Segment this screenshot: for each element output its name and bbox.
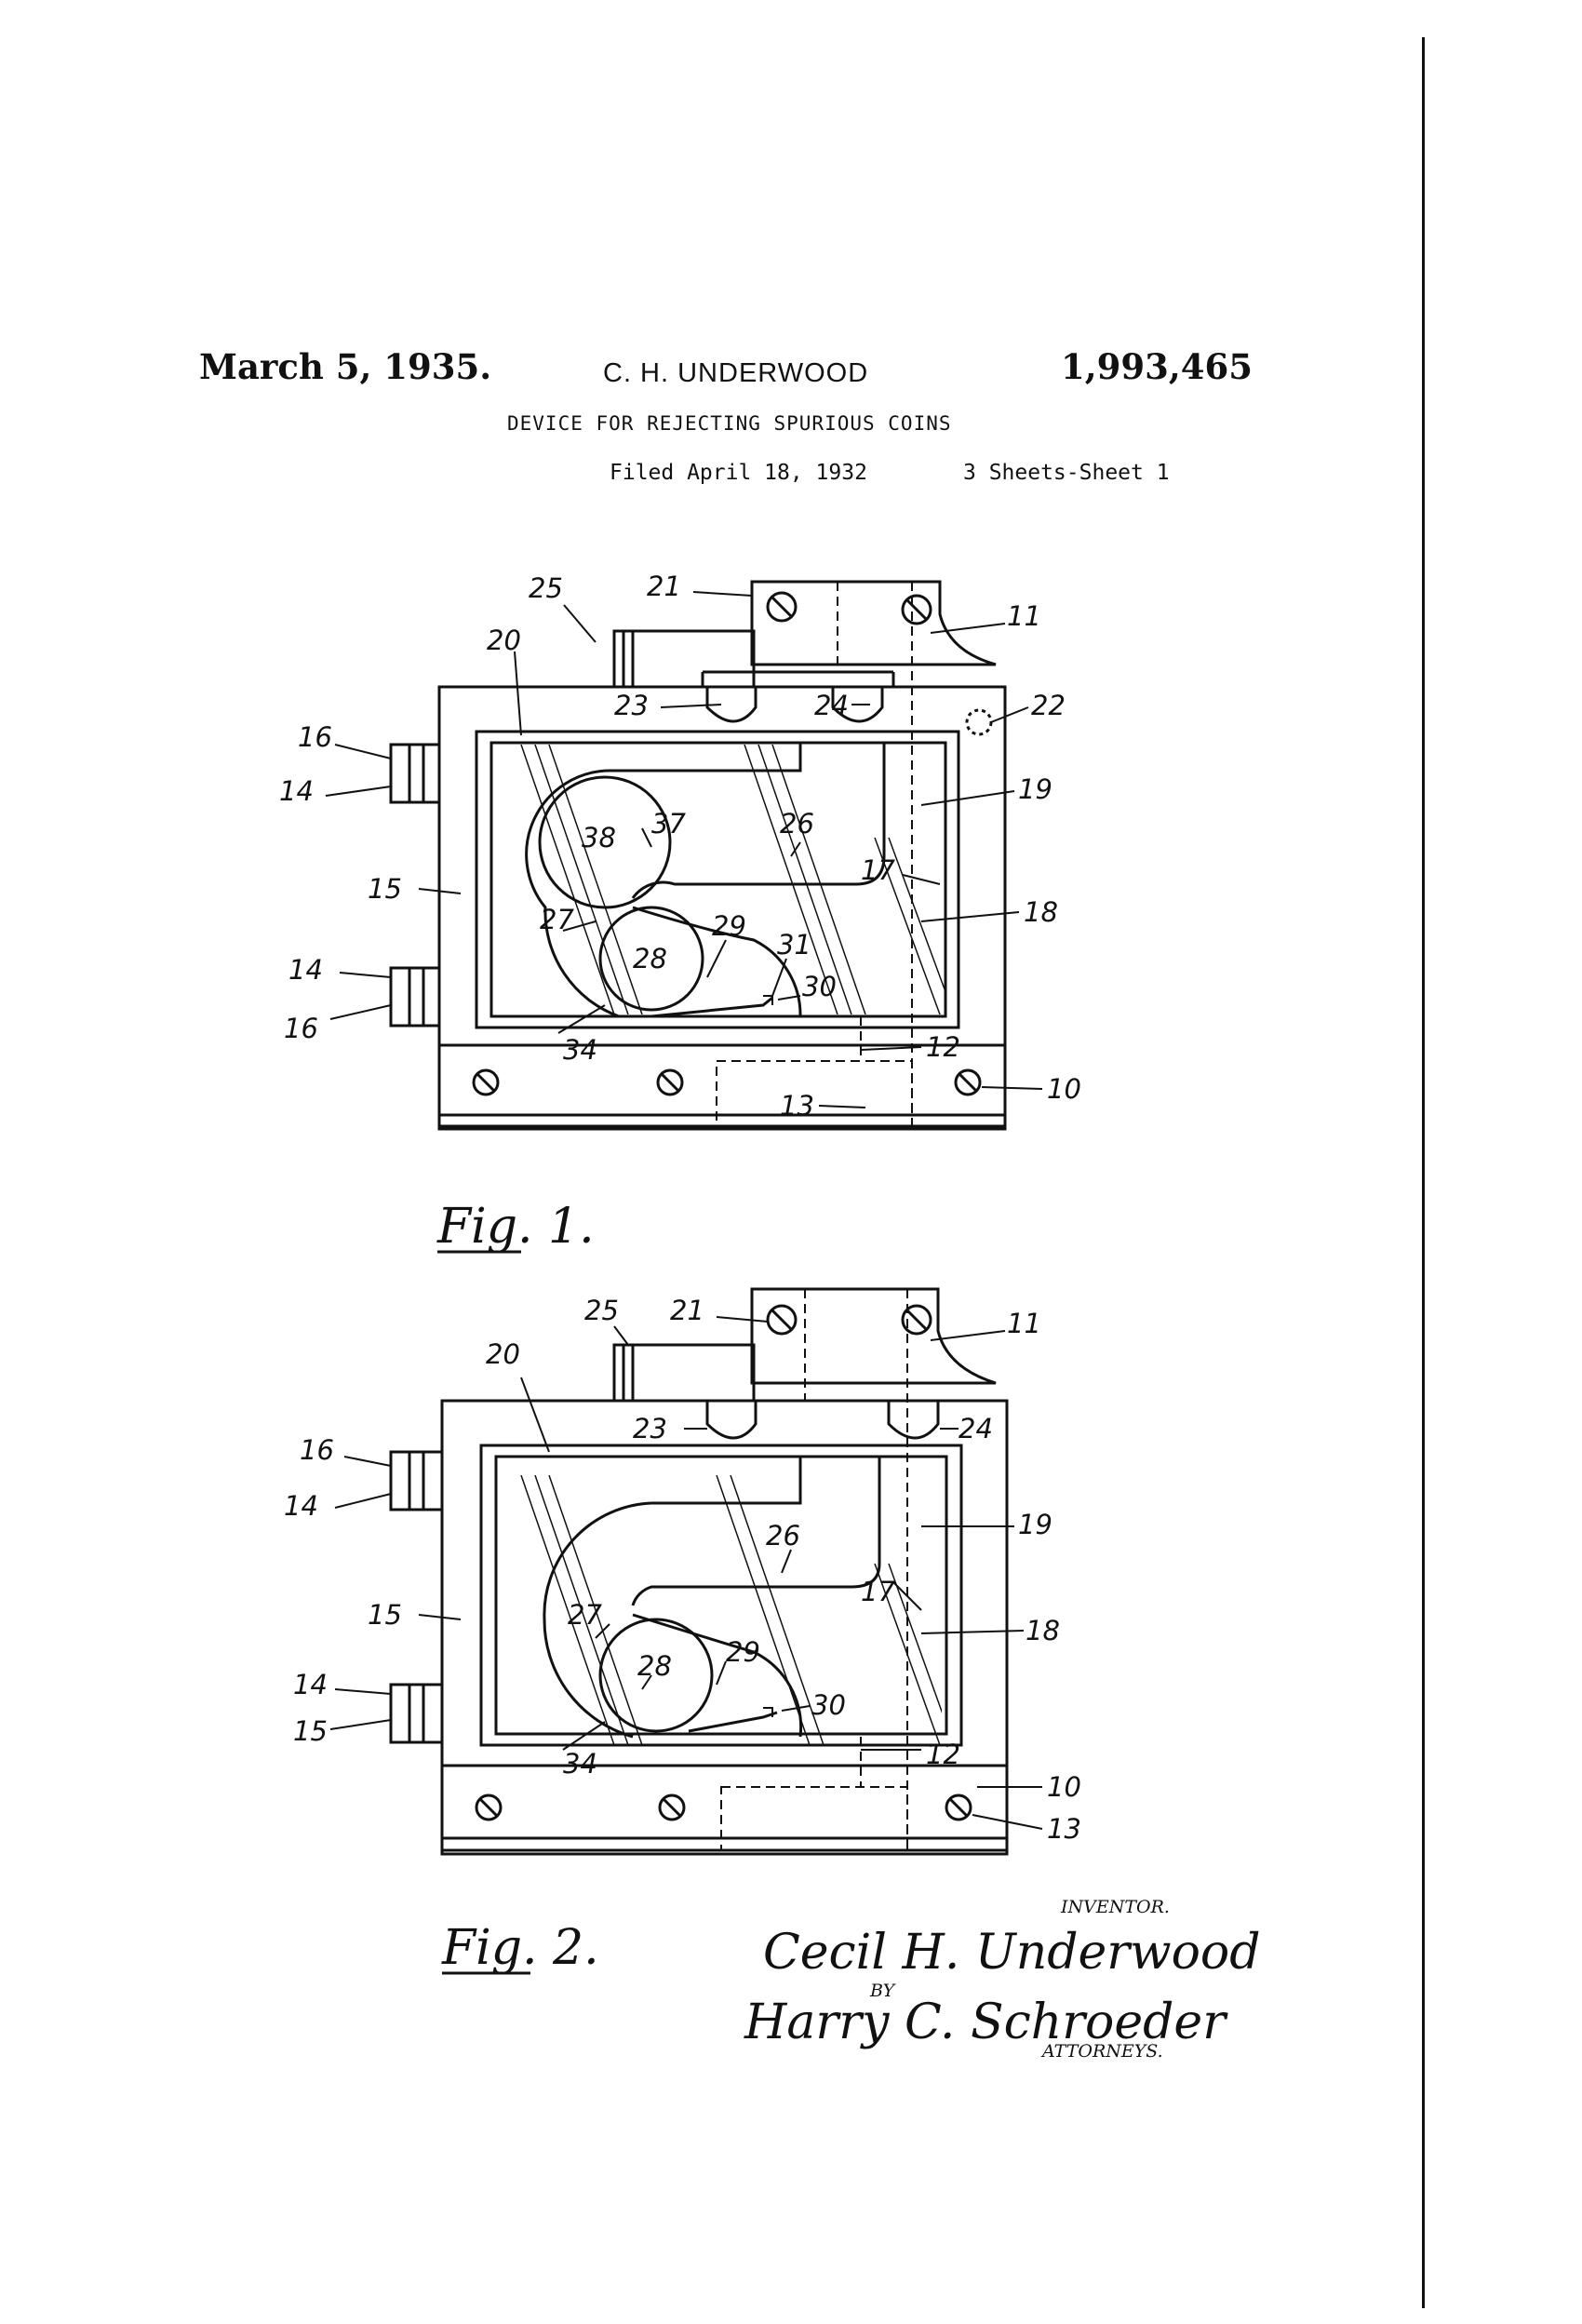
ref-numeral: 28 — [633, 943, 667, 974]
figure-2-reference-numerals: 25 21 11 20 23 24 16 14 19 26 17 15 18 2… — [284, 1295, 1081, 1976]
ref-numeral: 14 — [284, 1490, 318, 1522]
inventor-label: INVENTOR. — [1060, 1897, 1170, 1917]
ref-numeral: 23 — [614, 690, 649, 721]
ref-numeral: 27 — [568, 1599, 602, 1631]
sheet-edge-line — [1422, 37, 1425, 2308]
figure-1 — [325, 580, 1043, 1131]
ref-numeral: 10 — [1047, 1073, 1081, 1105]
coin-28 — [598, 906, 704, 1012]
figure-2 — [329, 1287, 1043, 1856]
ref-numeral: 30 — [811, 1689, 846, 1721]
ref-numeral: 15 — [293, 1715, 328, 1747]
ref-numeral: 14 — [293, 1669, 328, 1700]
ref-numeral: 28 — [637, 1650, 672, 1682]
frame — [437, 685, 1007, 1047]
ref-numeral: 24 — [814, 690, 849, 721]
ref-numeral: 26 — [780, 808, 814, 840]
ref-numeral: 20 — [487, 625, 521, 656]
ref-numeral: 30 — [802, 971, 837, 1002]
ref-numeral: 29 — [726, 1636, 760, 1668]
coin-channel-outer — [525, 743, 802, 1018]
mounting-bracket — [750, 1287, 997, 1385]
ref-numeral: 27 — [540, 904, 574, 935]
by-label: BY — [869, 1981, 897, 2001]
ref-numeral: 15 — [368, 1599, 402, 1631]
ref-numeral: 34 — [563, 1748, 597, 1780]
ref-numeral: 13 — [1047, 1813, 1081, 1845]
coin-entry-member — [612, 1343, 756, 1403]
attorney-signature: Harry C. Schroeder — [744, 1995, 1228, 2050]
ref-numeral: 19 — [1018, 773, 1052, 805]
ref-numeral: 37 — [651, 808, 686, 840]
base-plate — [440, 1764, 1009, 1856]
ref-numeral: 25 — [529, 572, 563, 604]
ref-numeral: 16 — [300, 1434, 334, 1466]
ref-numeral: 17 — [861, 854, 895, 886]
ref-numeral: 25 — [584, 1295, 619, 1326]
inventor-name: C. H. UNDERWOOD — [603, 358, 869, 388]
filing-date: Filed April 18, 1932 — [610, 461, 867, 485]
ref-numeral: 11 — [1007, 1308, 1041, 1339]
coin-28 — [598, 1618, 714, 1733]
side-knob — [389, 1450, 444, 1511]
ref-numeral: 14 — [279, 775, 314, 807]
ref-numeral: 10 — [1047, 1771, 1081, 1803]
ref-numeral: 29 — [712, 910, 746, 942]
figure-label: Fig. 1. — [436, 1199, 595, 1255]
ref-numeral: 24 — [959, 1413, 993, 1444]
ref-numeral: 12 — [926, 1739, 960, 1770]
ref-numeral: 23 — [633, 1413, 667, 1444]
ref-numeral: 13 — [780, 1090, 814, 1122]
coin-entry-member — [612, 629, 756, 689]
patent-title: DEVICE FOR REJECTING SPURIOUS COINS — [507, 412, 952, 435]
ref-numeral: 11 — [1007, 600, 1041, 632]
inventor-signature: Cecil H. Underwood — [763, 1925, 1261, 1981]
mounting-bracket — [750, 580, 997, 666]
figure-label: Fig. 2. — [441, 1920, 599, 1976]
signature-block: INVENTOR. Cecil H. Underwood BY Harry C.… — [744, 1897, 1261, 2062]
side-knob — [389, 743, 441, 804]
patent-date: March 5, 1935. — [199, 346, 492, 387]
screw-head — [901, 594, 932, 625]
ref-numeral: 16 — [298, 721, 332, 753]
ref-numeral: 14 — [288, 954, 323, 986]
ref-numeral: 38 — [582, 822, 616, 853]
ref-numeral: 16 — [284, 1013, 318, 1044]
ref-numeral: 17 — [861, 1576, 895, 1607]
attorneys-label: ATTORNEYS. — [1040, 2041, 1163, 2062]
ref-numeral: 21 — [647, 571, 681, 602]
coin-channel-upper — [631, 743, 886, 899]
ref-numeral: 12 — [926, 1031, 960, 1063]
ref-numeral: 20 — [486, 1338, 520, 1370]
ref-numeral: 21 — [670, 1295, 704, 1326]
ref-numeral: 19 — [1018, 1509, 1052, 1540]
side-knob — [389, 1683, 444, 1744]
screw-head — [766, 591, 798, 623]
coin-channel-outer — [543, 1457, 802, 1739]
side-knob — [389, 966, 441, 1028]
sheet-count: 3 Sheets-Sheet 1 — [963, 461, 1170, 485]
ref-numeral: 22 — [1031, 690, 1066, 721]
ref-numeral: 18 — [1024, 896, 1058, 928]
hole-22 — [965, 708, 993, 736]
ref-numeral: 15 — [368, 873, 402, 905]
ref-numeral: 31 — [777, 929, 811, 960]
ref-numeral: 26 — [766, 1520, 800, 1552]
patent-number: 1,993,465 — [1061, 346, 1253, 387]
ref-numeral: 34 — [563, 1034, 597, 1066]
figure-1-reference-numerals: 25 21 11 20 23 24 22 16 14 19 38 37 26 1… — [279, 571, 1081, 1255]
ref-numeral: 18 — [1026, 1615, 1060, 1646]
